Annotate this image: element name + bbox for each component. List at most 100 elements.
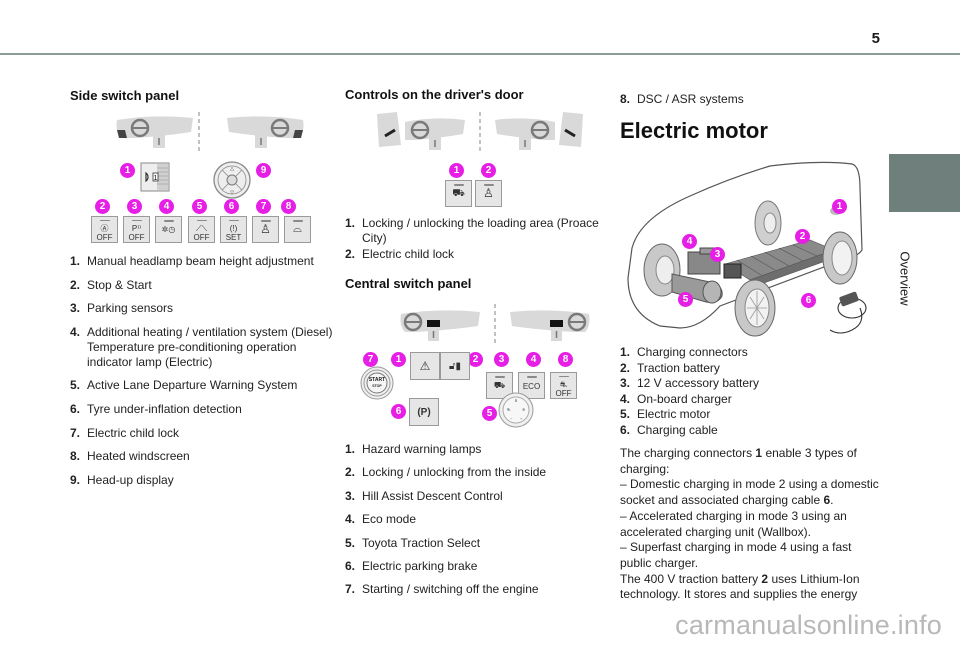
child-lock-switch: ♙	[252, 216, 279, 243]
list-item: 9.Head-up display	[70, 472, 174, 487]
traction-select-dial-icon: ∧ ⛐ ❄ ~ ⌁	[498, 392, 534, 428]
list-item: 7.Starting / switching off the engine	[345, 582, 539, 597]
callout-8: 8	[281, 199, 296, 214]
list-item: 1.Locking / unlocking the loading area (…	[345, 216, 599, 245]
list-item: 1.Charging connectors	[620, 345, 748, 359]
head-up-display-control-icon: △ ▽	[213, 161, 251, 199]
svg-text:~: ~	[510, 416, 513, 421]
list-item: 1.Hazard warning lamps	[345, 442, 482, 456]
start-stop-button-icon	[360, 366, 394, 400]
hazard-triangle-icon: ⚠	[419, 358, 431, 373]
callout-7: 7	[363, 352, 378, 367]
electric-van-cutaway-icon	[627, 161, 867, 337]
parking-sensors-off-icon: P⁾⁾OFF	[128, 224, 145, 242]
central-switch-panel-heading: Central switch panel	[345, 276, 472, 291]
child-lock-icon: ♙	[483, 186, 494, 200]
list-item: 3.Parking sensors	[70, 301, 174, 316]
traction-battery-description: The 400 V traction battery 2 uses Lithiu…	[620, 571, 860, 602]
central-switch-panel-list: 1.Hazard warning lamps 2.Locking / unloc…	[345, 442, 610, 597]
callout-5: 5	[482, 406, 497, 421]
dashboard-diagram-icon	[116, 112, 304, 152]
list-item: 8.DSC / ASR systems	[620, 92, 744, 106]
callout-4: 4	[159, 199, 174, 214]
list-item: 7.Electric child lock	[70, 425, 180, 440]
drivers-door-figure: 1 2 ⛟ ♙	[375, 110, 585, 210]
list-item: 5.Toyota Traction Select	[345, 535, 481, 550]
list-item: 2.Stop & Start	[70, 277, 152, 292]
parking-brake-icon: (P)	[417, 406, 431, 418]
central-lock-switch: 🔓︎▮	[440, 352, 470, 380]
callout-7: 7	[256, 199, 271, 214]
parking-brake-switch: (P)	[409, 398, 439, 426]
center-console-diagram-icon	[400, 304, 590, 344]
dsc-off-switch: ⛐OFF	[550, 372, 577, 399]
charging-description: The charging connectors 1 enable 3 types…	[620, 446, 882, 603]
headlamp-adjust-icon: 1	[140, 162, 170, 192]
svg-text:▽: ▽	[230, 190, 234, 196]
list-item: 4.Eco mode	[345, 512, 417, 527]
dsc-off-icon: ⛐OFF	[555, 380, 572, 398]
callout-8: 8	[558, 352, 573, 367]
list-item: 3.12 V accessory battery	[620, 376, 760, 390]
section-tab[interactable]	[889, 154, 960, 212]
hazard-switch: ⚠	[410, 352, 440, 380]
charging-mode-4: – Superfast charging in mode 4 using a f…	[620, 540, 852, 570]
svg-text:❄: ❄	[522, 407, 525, 412]
svg-text:1: 1	[154, 175, 158, 182]
callout-1: 1	[449, 163, 464, 178]
svg-text:△: △	[230, 166, 234, 172]
door-diagram-icon	[377, 112, 583, 152]
drivers-door-list: 1.Locking / unlocking the loading area (…	[345, 216, 610, 262]
callout-3: 3	[710, 247, 725, 262]
callout-1: 1	[391, 352, 406, 367]
callout-6: 6	[391, 404, 406, 419]
lane-departure-off-icon: ⟋⟍OFF	[193, 224, 210, 242]
callout-2: 2	[468, 352, 483, 367]
callout-5: 5	[192, 199, 207, 214]
callout-4: 4	[526, 352, 541, 367]
loading-area-lock-switch: ⛟	[445, 180, 472, 207]
list-item: 6.Tyre under-inflation detection	[70, 401, 242, 416]
callout-2: 2	[481, 163, 496, 178]
list-item: 4.Additional heating / ventilation syste…	[70, 324, 333, 369]
watermark: carmanualsonline.info	[675, 610, 942, 640]
callout-2: 2	[795, 229, 810, 244]
electric-motor-list: 1.Charging connectors 2.Traction battery…	[620, 345, 885, 438]
door-child-lock-switch: ♙	[475, 180, 502, 207]
callout-9: 9	[256, 163, 271, 178]
callout-5: 5	[678, 292, 693, 307]
electric-motor-figure: 1 2 3 4 5 6	[620, 158, 880, 338]
callout-1: 1	[120, 163, 135, 178]
heating-timer-switch: ✲◷	[155, 216, 182, 243]
list-item: 6.Electric parking brake	[345, 558, 478, 573]
callout-4: 4	[682, 234, 697, 249]
charging-mode-2: – Domestic charging in mode 2 using a do…	[620, 477, 879, 508]
charging-intro: The charging connectors 1 enable 3 types…	[620, 446, 857, 476]
list-item: 2.Traction battery	[620, 360, 720, 375]
parking-sensors-switch: P⁾⁾OFF	[123, 216, 150, 243]
list-item: 1.Manual headlamp beam height adjustment	[70, 254, 314, 268]
callout-3: 3	[494, 352, 509, 367]
callout-3: 3	[127, 199, 142, 214]
electric-motor-heading: Electric motor	[620, 118, 768, 143]
header-rule	[0, 53, 960, 55]
child-lock-icon: ♙	[260, 222, 271, 236]
section-tab-label: Overview	[897, 250, 913, 306]
drivers-door-heading: Controls on the driver's door	[345, 87, 524, 102]
list-item: 5.Electric motor	[620, 407, 711, 421]
callout-6: 6	[801, 293, 816, 308]
side-switch-panel-list: 1.Manual headlamp beam height adjustment…	[70, 254, 345, 488]
svg-text:∧: ∧	[514, 398, 518, 404]
list-item: 6.Charging cable	[620, 422, 718, 437]
page-number: 5	[871, 30, 880, 47]
central-switch-panel-list-continued: 8.DSC / ASR systems	[620, 92, 885, 107]
tyre-pressure-set-icon: (!)SET	[225, 224, 242, 242]
tyre-pressure-switch: (!)SET	[220, 216, 247, 243]
padlock-icon: 🔓︎▮	[449, 360, 461, 372]
charging-mode-3: – Accelerated charging in mode 3 using a…	[620, 508, 847, 539]
list-item: 2.Locking / unlocking from the inside	[345, 465, 547, 480]
